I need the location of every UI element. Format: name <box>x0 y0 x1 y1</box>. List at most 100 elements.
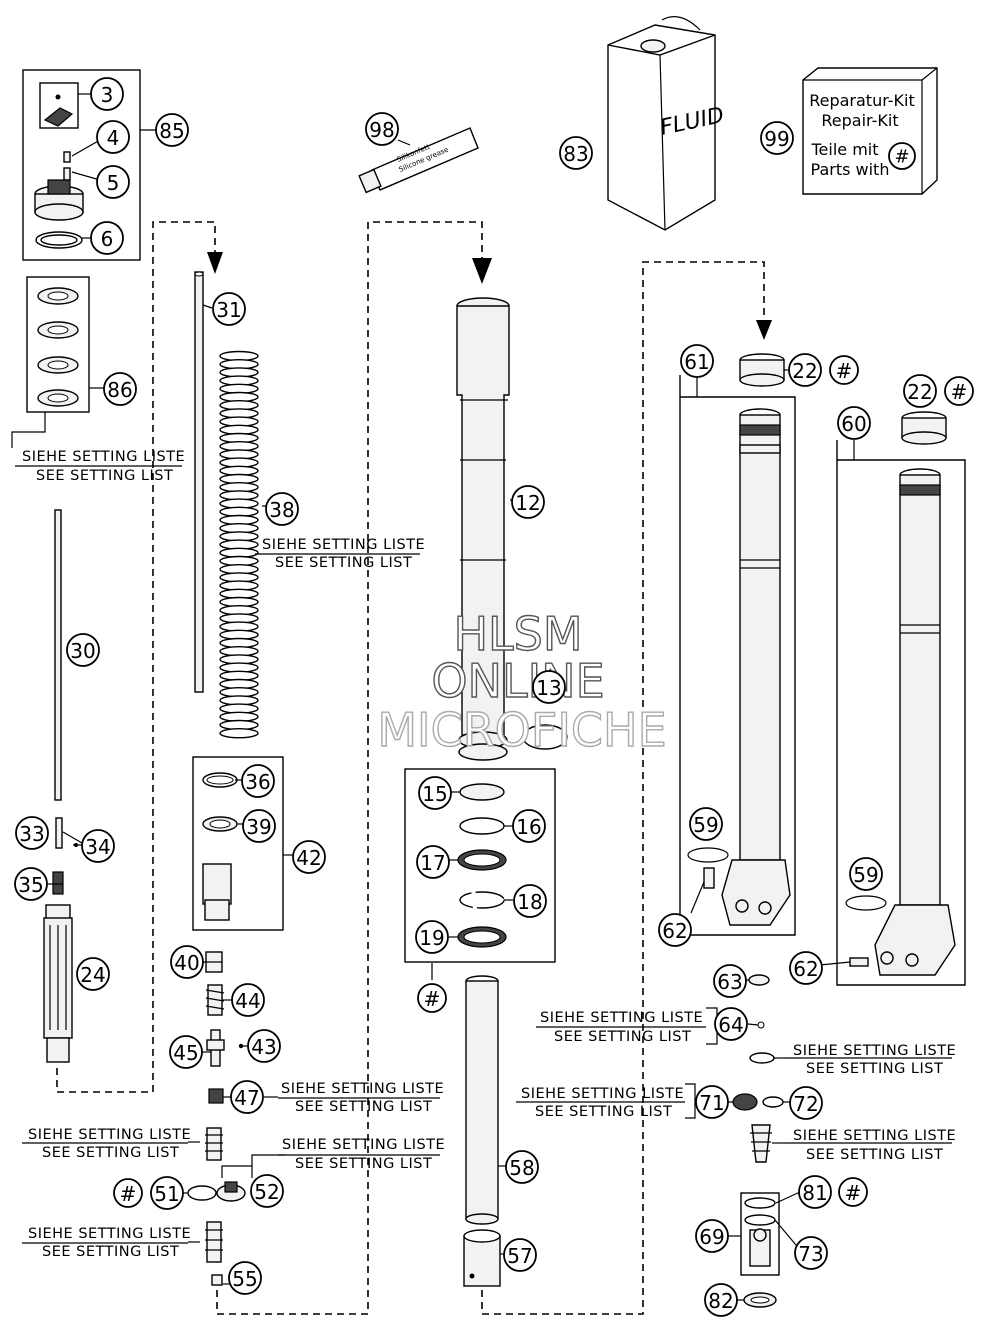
callout-label: 6 <box>101 227 114 251</box>
callout-label: 18 <box>517 890 542 914</box>
setting-list-38: SIEHE SETTING LISTE SEE SETTING LIST <box>255 537 425 571</box>
repair-kit-marker: # <box>944 376 974 406</box>
callout-label: 55 <box>232 1267 257 1291</box>
callout-label: 30 <box>70 639 95 663</box>
part-callout-62b: 62 <box>789 951 823 985</box>
valve-group-42 <box>202 772 238 921</box>
tube-58 <box>465 975 499 1225</box>
setting-de: SIEHE SETTING LISTE <box>793 1128 956 1144</box>
part-callout-45: 45 <box>169 1035 203 1069</box>
part-callout-43: 43 <box>247 1029 281 1063</box>
callout-label: 22 <box>792 359 817 383</box>
part-callout-99: 99 <box>760 121 794 155</box>
shim-stacks <box>187 1127 246 1286</box>
callout-label: 72 <box>793 1092 818 1116</box>
callout-label: # <box>424 987 441 1011</box>
repair-kit-marker: # <box>829 355 859 385</box>
callout-label: 62 <box>793 957 818 981</box>
setting-en: SEE SETTING LIST <box>554 1029 691 1045</box>
callout-label: # <box>845 1181 862 1205</box>
setting-en: SEE SETTING LIST <box>36 468 173 484</box>
part-callout-17: 17 <box>416 845 450 879</box>
setting-de: SIEHE SETTING LISTE <box>28 1127 191 1143</box>
setting-de: SIEHE SETTING LISTE <box>28 1226 191 1242</box>
part-callout-42: 42 <box>292 840 326 874</box>
part-callout-5: 5 <box>96 165 130 199</box>
part-callout-35: 35 <box>14 867 48 901</box>
callout-label: 98 <box>369 118 394 142</box>
part-callout-51: 51 <box>150 1176 184 1210</box>
valve-parts-63-82 <box>732 974 784 1308</box>
callout-label: # <box>836 359 853 383</box>
part-callout-82: 82 <box>704 1283 738 1317</box>
part-callout-86: 86 <box>103 372 137 406</box>
callout-label: 31 <box>216 298 241 322</box>
part-callout-33: 33 <box>15 816 49 850</box>
setting-en: SEE SETTING LIST <box>295 1156 432 1172</box>
setting-en: SEE SETTING LIST <box>535 1104 672 1120</box>
box-85 <box>22 69 141 261</box>
part-callout-72: 72 <box>789 1086 823 1120</box>
callout-label: 5 <box>107 171 120 195</box>
setting-list-stack-2: SIEHE SETTING LISTE SEE SETTING LIST <box>22 1226 191 1260</box>
callout-label: 4 <box>107 126 120 150</box>
setting-de: SIEHE SETTING LISTE <box>281 1081 444 1097</box>
part-callout-24: 24 <box>76 957 110 991</box>
bushings-22 <box>739 353 947 445</box>
part-callout-4: 4 <box>96 120 130 154</box>
callout-label: 35 <box>18 873 43 897</box>
callout-label: 64 <box>718 1013 743 1037</box>
part-callout-40: 40 <box>170 945 204 979</box>
part-callout-13: 13 <box>532 670 566 704</box>
repair-kit-marker: # <box>417 983 447 1013</box>
setting-en: SEE SETTING LIST <box>806 1147 943 1163</box>
setting-list-spring-stack: SIEHE SETTING LISTE SEE SETTING LIST <box>785 1128 956 1163</box>
part-callout-38: 38 <box>265 492 299 526</box>
part-callout-83: 83 <box>559 136 593 170</box>
repair-kit-line1: Reparatur-Kit <box>809 91 915 110</box>
box-group-15-19 <box>404 768 556 963</box>
callout-label: 19 <box>419 926 444 950</box>
part-callout-57: 57 <box>503 1238 537 1272</box>
watermark: HLSM ONLINE MICROFICHE <box>377 606 668 757</box>
setting-de: SIEHE SETTING LISTE <box>521 1086 684 1102</box>
part-callout-31: 31 <box>212 292 246 326</box>
part-callout-52: 52 <box>250 1174 284 1208</box>
setting-en: SEE SETTING LIST <box>42 1244 179 1260</box>
repair-kit-marker: # <box>113 1178 143 1208</box>
callout-label: 3 <box>101 83 114 107</box>
setting-list-64: SIEHE SETTING LISTE SEE SETTING LIST <box>536 1010 706 1045</box>
part-callout-15: 15 <box>418 776 452 810</box>
setting-de: SIEHE SETTING LISTE <box>540 1010 703 1026</box>
bushings-and-seals <box>457 783 507 948</box>
part-callout-81: 81 <box>798 1175 832 1209</box>
callout-label: 85 <box>159 119 184 143</box>
inner-tube-60 <box>845 468 956 976</box>
setting-en: SEE SETTING LIST <box>295 1099 432 1115</box>
leader-lines <box>47 93 855 1301</box>
callout-label: 38 <box>269 498 294 522</box>
part-callout-62a: 62 <box>658 913 692 947</box>
setting-list-47: SIEHE SETTING LISTE SEE SETTING LIST <box>278 1081 444 1115</box>
part-callout-16: 16 <box>512 809 546 843</box>
part-callout-60: 60 <box>837 406 871 440</box>
watermark-line3: MICROFICHE <box>377 703 666 757</box>
callout-label: 63 <box>717 970 742 994</box>
part-callout-85: 85 <box>155 113 189 147</box>
callout-label: 60 <box>841 412 866 436</box>
callout-label: 40 <box>174 951 199 975</box>
repair-kit-line3: Teile mit <box>810 140 878 159</box>
dashed-flow-lines <box>56 221 772 1315</box>
cartridge-24 <box>43 904 73 1063</box>
callout-label: 33 <box>19 822 44 846</box>
callout-label: 12 <box>515 491 540 515</box>
setting-list-labels: SIEHE SETTING LISTE SEE SETTING LIST SIE… <box>15 449 956 1260</box>
part-callout-71: 71 <box>695 1085 729 1119</box>
callout-label: 24 <box>80 963 105 987</box>
callout-label: 15 <box>422 782 447 806</box>
callout-label: 59 <box>853 863 878 887</box>
part-callout-69: 69 <box>695 1219 729 1253</box>
setting-en: SEE SETTING LIST <box>275 555 412 571</box>
